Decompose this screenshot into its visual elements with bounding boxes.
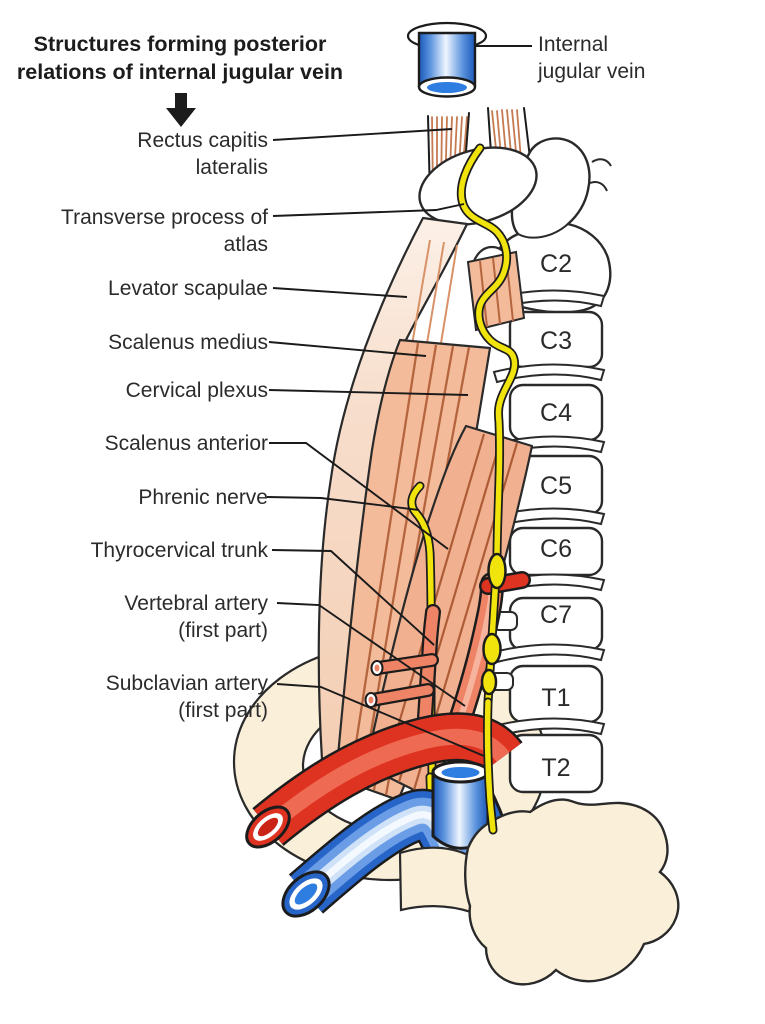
label-transverse-process-of-atlas: Transverse process of atlas: [61, 206, 268, 256]
vertebra-label-t2: T2: [541, 754, 571, 782]
leader-rectus-capitis: [272, 128, 453, 141]
label-thyrocervical-trunk: Thyrocervical trunk: [90, 539, 268, 562]
leader-phrenic-nerve: [266, 496, 420, 511]
leader-scalenus-anterior: [269, 442, 449, 550]
leader-levator-scapulae: [272, 287, 408, 298]
stellate-ganglion-upper: [482, 632, 502, 666]
leader-lines: [266, 45, 532, 757]
legend-label: Internal jugular vein: [538, 33, 646, 83]
c2-process-lines: [589, 158, 612, 192]
leader-subclavian-artery: [276, 683, 485, 757]
vertebra-t2: [508, 733, 604, 794]
internal-jugular-vein-stump: [431, 760, 490, 850]
label-subclavian-artery: Subclavian artery (first part): [105, 672, 268, 722]
vertebra-label-t1: T1: [541, 684, 571, 712]
stellate-ganglion-lower: [480, 668, 498, 696]
label-rectus-capitis-lateralis: Rectus capitis lateralis: [137, 129, 268, 179]
vertebra-label-c3: C3: [540, 327, 572, 355]
internal-jugular-vein-icon: [406, 21, 488, 98]
label-scalenus-anterior: Scalenus anterior: [104, 432, 268, 455]
label-scalenus-medius: Scalenus medius: [108, 331, 268, 354]
label-levator-scapulae: Levator scapulae: [108, 277, 268, 300]
vertebra-label-c2: C2: [540, 250, 572, 278]
manubrium-bone: [464, 798, 680, 986]
label-vertebral-artery: Vertebral artery (first part): [124, 592, 268, 642]
subclavian-artery: [245, 712, 523, 849]
subclavian-artery-cut-end: [245, 805, 291, 849]
leader-cervical-plexus: [268, 389, 469, 396]
vertebra-label-c4: C4: [540, 399, 572, 427]
leader-scalenus-medius: [268, 341, 427, 357]
first-rib-band: [398, 846, 473, 914]
vertebra-label-c7: C7: [540, 601, 572, 629]
vertebra-label-c5: C5: [540, 472, 572, 500]
middle-cervical-ganglion: [487, 552, 507, 590]
label-cervical-plexus: Cervical plexus: [125, 379, 268, 402]
leader-vertebral-artery: [276, 602, 466, 707]
down-arrow-icon: [166, 93, 196, 127]
label-phrenic-nerve: Phrenic nerve: [138, 486, 268, 509]
subclavian-vein-cut-end: [281, 870, 331, 918]
vertebra-label-c6: C6: [540, 535, 572, 563]
leader-transverse-process: [272, 203, 465, 217]
intervertebral-discs: [492, 289, 606, 738]
leader-thyrocervical-trunk: [271, 549, 435, 646]
sympathetic-trunk-lower: [483, 697, 498, 835]
page-title: Structures forming posterior relations o…: [16, 32, 344, 84]
cervical-plexus-and-sympathetic-trunk: [456, 143, 520, 707]
